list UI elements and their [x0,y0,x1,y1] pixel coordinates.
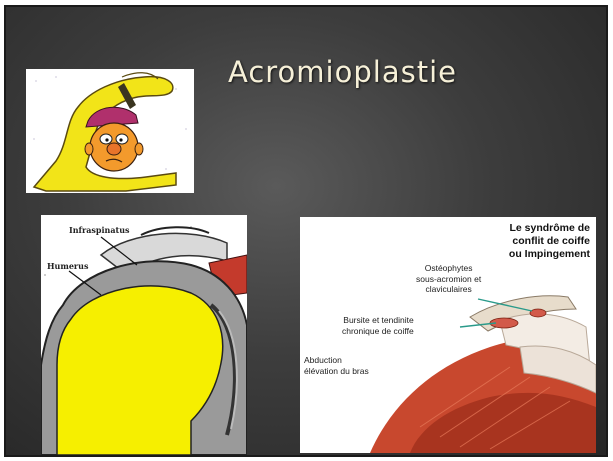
label-osteophytes: Ostéophytes sous-acromion et claviculair… [416,263,481,295]
slide: Acromioplastie [4,5,608,457]
label-infraspinatus: Infraspinatus [69,225,130,235]
label-abduction: Abduction élévation du bras [304,355,369,376]
shoulder-xray-image: Infraspinatus Humerus [41,215,247,455]
cartoon-image [26,69,194,193]
impingement-illustration: Le syndrôme de conflit de coiffe ou Impi… [300,217,596,453]
label-humerus: Humerus [47,261,88,271]
illustration-title: Le syndrôme de conflit de coiffe ou Impi… [509,222,590,261]
label-bursitis: Bursite et tendinite chronique de coiffe [342,315,414,336]
slide-title: Acromioplastie [228,55,457,89]
